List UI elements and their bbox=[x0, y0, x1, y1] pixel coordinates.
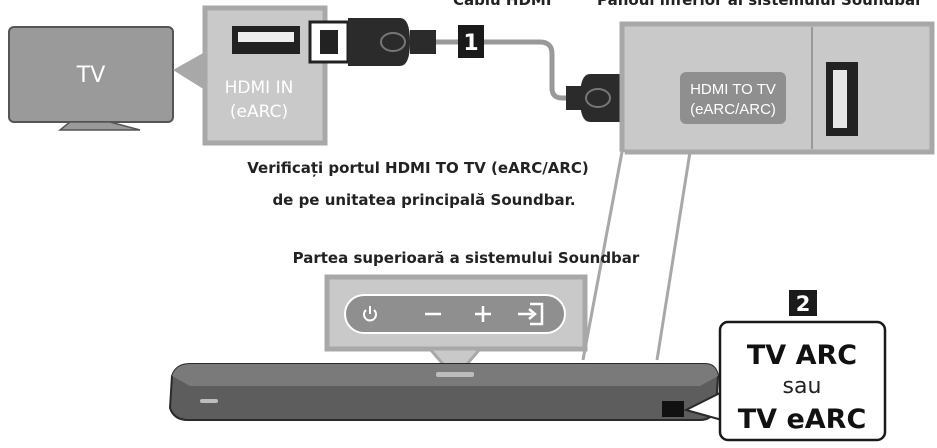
step-2-number: 2 bbox=[796, 292, 811, 316]
tv-label: TV bbox=[76, 63, 106, 88]
panel-label: Panoul inferior al sistemului Soundbar bbox=[597, 0, 923, 9]
hdmi-in-label-2: (eARC) bbox=[230, 102, 288, 122]
hdmi-to-tv-label-2: (eARC/ARC) bbox=[690, 101, 776, 118]
hdmi-to-tv-callout: HDMI TO TV (eARC/ARC) bbox=[580, 21, 935, 361]
tv-stand bbox=[57, 121, 141, 131]
hdmi-in-pointer bbox=[173, 52, 205, 90]
hdmi-to-tv-label-1: HDMI TO TV bbox=[690, 81, 776, 98]
panel-pointer-right bbox=[655, 151, 692, 361]
hdmi-in-callout: HDMI IN (eARC) bbox=[173, 5, 328, 146]
step-1-number: 1 bbox=[463, 31, 478, 56]
soundbar-led bbox=[200, 399, 218, 403]
plus-icon bbox=[475, 306, 491, 322]
soundbar bbox=[168, 363, 720, 421]
panel-pointer-left bbox=[581, 151, 624, 361]
check-text-line-2: de pe unitatea principală Soundbar. bbox=[272, 191, 575, 209]
hdmi-in-label-1: HDMI IN bbox=[225, 78, 294, 98]
mode-line-1: TV ARC bbox=[747, 340, 857, 371]
input-source-icon bbox=[518, 302, 544, 326]
top-panel-label: Partea superioară a sistemului Soundbar bbox=[293, 249, 640, 267]
mode-callout: 2 TV ARC sau TV eARC bbox=[683, 290, 887, 442]
power-icon bbox=[363, 306, 377, 322]
cable-wire bbox=[435, 39, 572, 101]
mode-display bbox=[718, 320, 887, 442]
step-2-marker bbox=[789, 290, 817, 316]
soundbar-top-buttons-marker bbox=[436, 372, 474, 377]
hdmi-to-tv-label-box bbox=[680, 72, 786, 124]
check-text-line-1: Verificați portul HDMI TO TV (eARC/ARC) bbox=[247, 159, 589, 177]
tv-illustration: TV bbox=[8, 26, 174, 131]
soundbar-rear-port bbox=[662, 401, 684, 417]
top-buttons-callout bbox=[324, 274, 588, 381]
mode-line-2: sau bbox=[783, 374, 822, 399]
step-1-marker bbox=[458, 25, 484, 58]
cable-label: Cablu HDMI bbox=[453, 0, 551, 9]
button-strip bbox=[344, 294, 566, 334]
mode-line-3: TV eARC bbox=[738, 404, 867, 435]
